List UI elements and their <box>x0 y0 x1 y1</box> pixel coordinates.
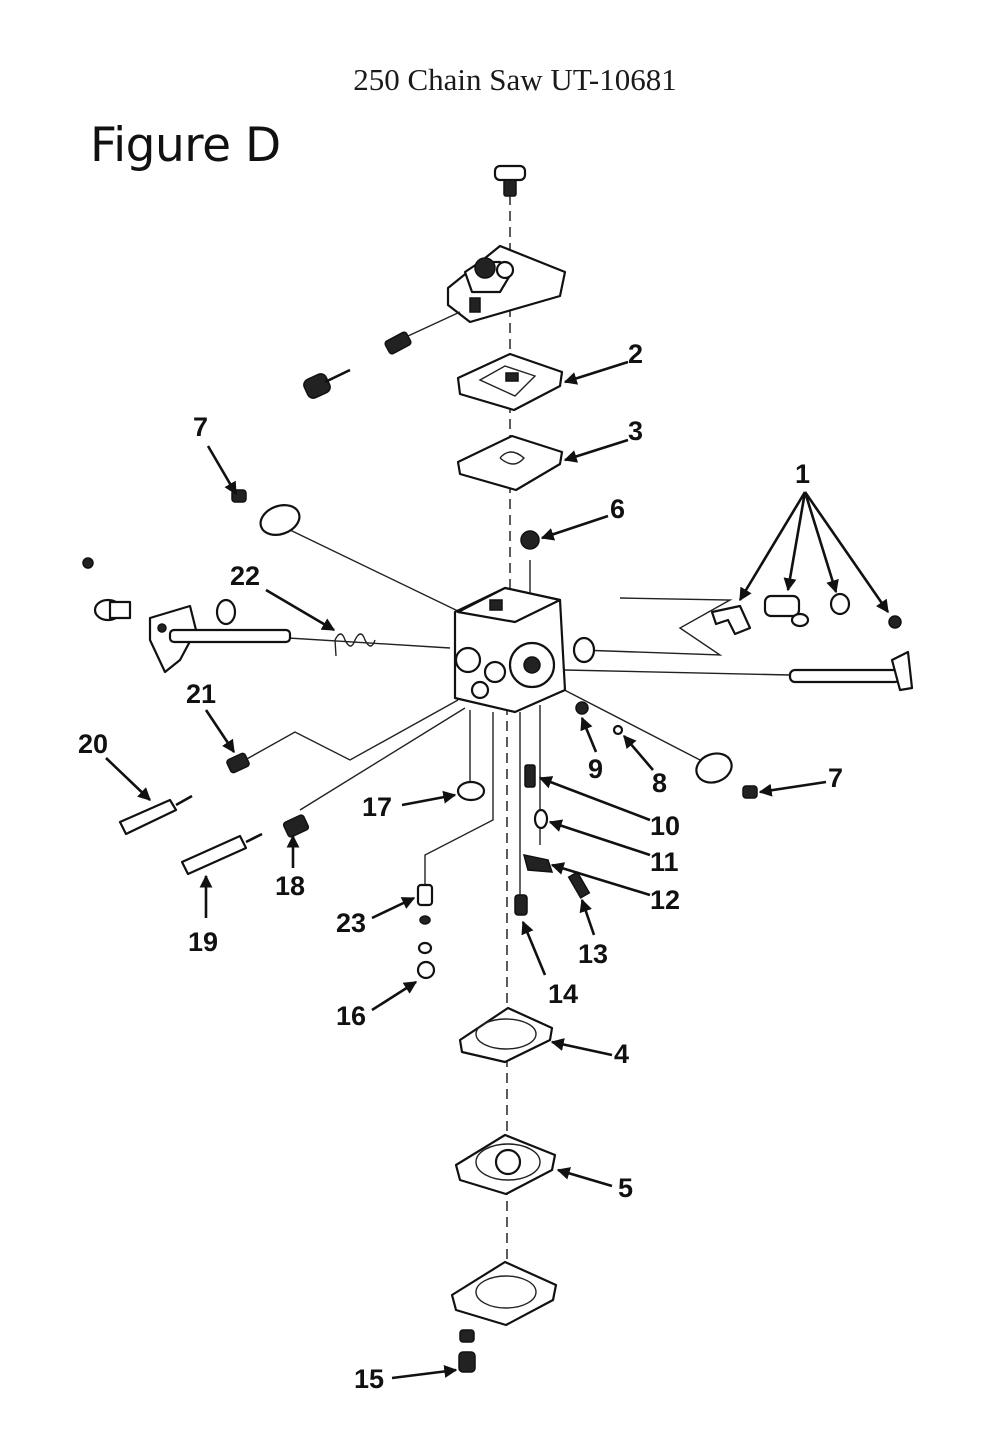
callout-leaders <box>105 360 890 1380</box>
callout-9: 9 <box>588 754 603 784</box>
mixture-needle-high <box>118 752 250 836</box>
callout-16: 16 <box>336 1001 366 1031</box>
choke-shaft <box>572 636 914 692</box>
fitting-assembly <box>416 883 436 980</box>
callout-2: 2 <box>628 339 643 369</box>
callout-7-left: 7 <box>193 412 208 442</box>
callout-7-right: 7 <box>828 763 843 793</box>
callout-labels: 2 3 6 7 1 22 21 20 9 8 7 17 10 11 12 13 … <box>78 339 843 1394</box>
callout-1: 1 <box>795 459 810 489</box>
pump-gasket <box>456 352 564 412</box>
callout-6: 6 <box>610 494 625 524</box>
callout-4: 4 <box>614 1039 629 1069</box>
metering-diaphragm <box>454 1133 557 1196</box>
cover-screw <box>458 1329 476 1373</box>
callout-21: 21 <box>186 679 216 709</box>
callout-15: 15 <box>354 1364 384 1394</box>
idle-screw-assembly <box>303 311 461 399</box>
callout-19: 19 <box>188 927 218 957</box>
callout-8: 8 <box>652 768 667 798</box>
callout-10: 10 <box>650 811 680 841</box>
metering-cover <box>450 1260 558 1327</box>
top-cover-screw <box>493 164 527 197</box>
metering-gasket <box>458 1006 554 1064</box>
pump-cover <box>446 244 567 324</box>
throttle-shaft-assembly <box>82 557 292 674</box>
callout-22: 22 <box>230 561 260 591</box>
check-valve <box>520 530 540 550</box>
callout-14: 14 <box>548 979 578 1009</box>
carburetor-body <box>453 586 567 714</box>
callout-23: 23 <box>336 908 366 938</box>
callout-11: 11 <box>650 847 679 877</box>
callout-12: 12 <box>650 885 680 915</box>
choke-parts-group <box>710 592 902 636</box>
welch-plug-left <box>231 489 301 536</box>
throttle-return-spring <box>334 633 376 657</box>
callout-17: 17 <box>362 792 392 822</box>
callout-20: 20 <box>78 729 108 759</box>
callout-13: 13 <box>578 939 608 969</box>
callout-3: 3 <box>628 416 643 446</box>
inlet-needle-pin <box>612 724 624 736</box>
inlet-needle-parts <box>514 764 591 916</box>
welch-plug-small <box>456 780 486 802</box>
welch-plug-right <box>695 752 758 799</box>
detent-ball <box>575 701 589 715</box>
pump-diaphragm <box>456 434 564 492</box>
callout-18: 18 <box>275 871 305 901</box>
callout-5: 5 <box>618 1173 633 1203</box>
mixture-needle-low <box>180 814 310 876</box>
figure-title: Figure D <box>90 118 281 173</box>
document-title: 250 Chain Saw UT-10681 <box>353 62 677 97</box>
